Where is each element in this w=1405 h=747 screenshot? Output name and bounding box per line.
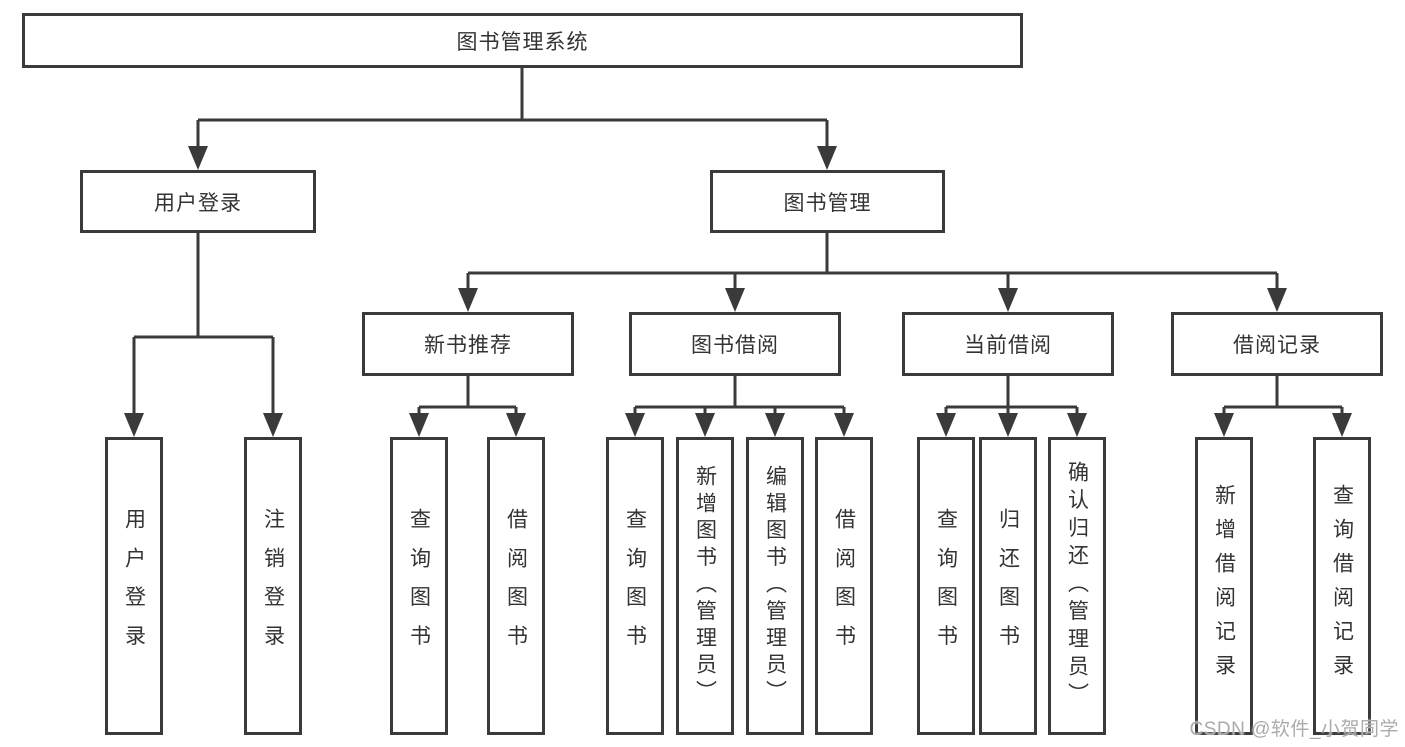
arrowhead: [998, 288, 1018, 312]
leaf-label: 新增借阅记录: [1212, 483, 1236, 689]
arrowhead: [263, 413, 283, 437]
connector-borrow-record-to-leaves: [1214, 376, 1352, 437]
node-borrow-record: 借阅记录: [1171, 312, 1383, 376]
leaf-add-books-admin: 新增图书（管理员）: [676, 437, 734, 735]
node-current-borrow: 当前借阅: [902, 312, 1114, 376]
node-label: 图书借阅: [691, 334, 779, 357]
leaf-query-books-recommend: 查询图书: [390, 437, 448, 735]
leaf-label: 查询图书: [407, 508, 431, 664]
leaf-edit-books-admin: 编辑图书（管理员）: [746, 437, 804, 735]
node-label: 图书管理: [783, 191, 872, 215]
connector-current-borrow-to-leaves: [936, 376, 1087, 437]
arrowhead: [695, 413, 715, 437]
connector-book-borrow-to-leaves: [625, 376, 854, 437]
arrowhead: [998, 413, 1018, 437]
leaf-label: 查询图书: [623, 508, 647, 664]
leaf-label: 查询图书: [934, 508, 958, 664]
connector-root-to-level2: [188, 68, 837, 170]
arrowhead: [458, 288, 478, 312]
leaf-label: 查询借阅记录: [1330, 483, 1354, 689]
connector-book-mgmt-to-level3: [458, 233, 1287, 312]
arrowhead: [409, 413, 429, 437]
arrowhead: [834, 413, 854, 437]
leaf-confirm-return-admin: 确认归还（管理员）: [1048, 437, 1106, 735]
arrowhead: [506, 413, 526, 437]
connector-user-login-to-leaves: [124, 233, 283, 437]
arrowhead: [1332, 413, 1352, 437]
arrowhead: [1067, 413, 1087, 437]
node-user-login: 用户登录: [80, 170, 316, 233]
connector-new-book-to-leaves: [409, 376, 526, 437]
csdn-watermark: CSDN @软件_小贺同学: [1189, 719, 1399, 740]
leaf-label: 借阅图书: [832, 508, 856, 664]
leaf-return-books: 归还图书: [979, 437, 1037, 735]
arrowhead: [625, 413, 645, 437]
arrowhead: [1267, 288, 1287, 312]
node-label: 新书推荐: [424, 334, 512, 357]
arrowhead: [124, 413, 144, 437]
node-label: 用户登录: [154, 191, 242, 215]
leaf-borrow-books: 借阅图书: [815, 437, 873, 735]
leaf-query-books-current: 查询图书: [917, 437, 975, 735]
leaf-label: 注销登录: [261, 508, 285, 664]
leaf-query-books-borrow: 查询图书: [606, 437, 664, 735]
node-book-management: 图书管理: [710, 170, 945, 233]
arrowhead: [765, 413, 785, 437]
leaf-label: 编辑图书（管理员）: [763, 465, 787, 707]
node-label: 借阅记录: [1233, 334, 1321, 357]
leaf-label: 归还图书: [996, 508, 1020, 664]
leaf-label: 确认归还（管理员）: [1065, 461, 1089, 711]
arrowhead: [1214, 413, 1234, 437]
node-root-system: 图书管理系统: [22, 13, 1023, 68]
leaf-add-borrow-record: 新增借阅记录: [1195, 437, 1253, 735]
arrowhead: [725, 288, 745, 312]
leaf-label: 用户登录: [122, 508, 146, 664]
arrowhead: [188, 146, 208, 170]
node-label: 图书管理系统: [456, 30, 589, 54]
node-book-borrow: 图书借阅: [629, 312, 841, 376]
node-new-book-recommend: 新书推荐: [362, 312, 574, 376]
leaf-borrow-books-recommend: 借阅图书: [487, 437, 545, 735]
leaf-query-borrow-record: 查询借阅记录: [1313, 437, 1371, 735]
leaf-label: 借阅图书: [504, 508, 528, 664]
arrowhead: [936, 413, 956, 437]
node-label: 当前借阅: [964, 334, 1052, 357]
leaf-user-login: 用户登录: [105, 437, 163, 735]
leaf-logout: 注销登录: [244, 437, 302, 735]
leaf-label: 新增图书（管理员）: [693, 465, 717, 707]
arrowhead: [817, 146, 837, 170]
